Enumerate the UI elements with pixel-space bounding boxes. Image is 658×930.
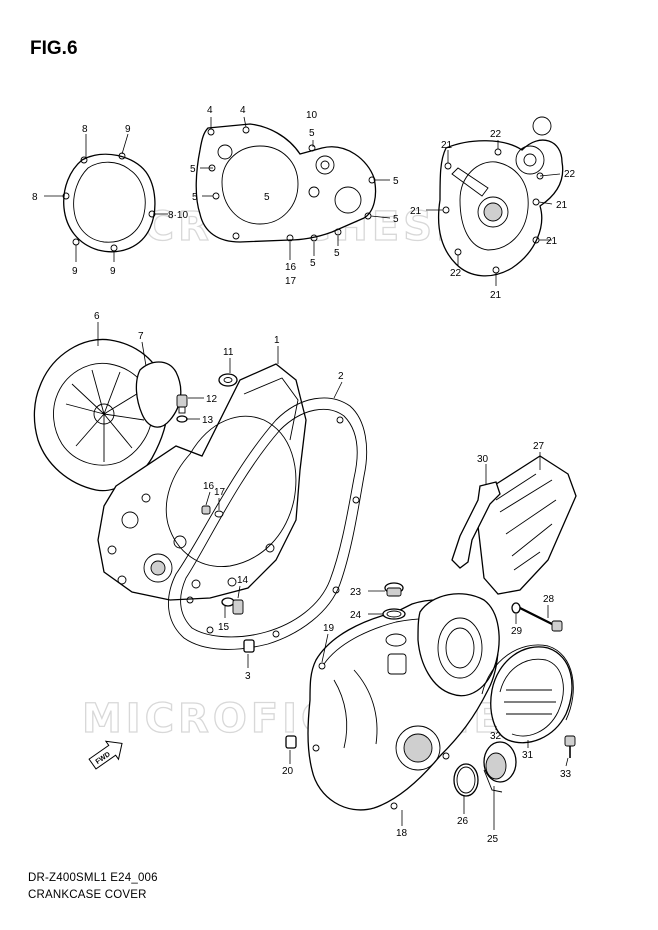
callout-30: 30 xyxy=(477,454,489,465)
dowel-pin-3 xyxy=(243,639,255,653)
o-ring-24 xyxy=(382,608,406,620)
bracket-30 xyxy=(451,481,501,569)
callout-22: 22 xyxy=(564,169,576,180)
callout-29: 29 xyxy=(511,626,523,637)
dowel-pin-20 xyxy=(285,735,297,749)
callout-21: 21 xyxy=(556,200,568,211)
clutch-cover-outer xyxy=(33,338,169,492)
plug-14-15 xyxy=(221,597,244,615)
callout-22: 22 xyxy=(490,129,502,140)
oil-seal-11 xyxy=(218,373,238,387)
clutch-cover-gasket-small xyxy=(62,152,156,253)
callout-4: 4 xyxy=(207,105,213,116)
callout-7: 7 xyxy=(138,331,144,342)
magneto-cover-gasket xyxy=(437,116,564,277)
callout-9: 9 xyxy=(110,266,116,277)
leader-lines-top-middle xyxy=(200,116,391,260)
callout-6: 6 xyxy=(94,311,100,322)
bolt-33 xyxy=(564,735,576,758)
magneto-cover-housing xyxy=(417,593,500,697)
clutch-cover-gasket xyxy=(168,397,368,650)
callout-5: 5 xyxy=(310,258,316,269)
callout-5: 5 xyxy=(190,164,196,175)
callout-24: 24 xyxy=(350,610,362,621)
callout-17: 17 xyxy=(214,487,226,498)
callout-26: 26 xyxy=(457,816,469,827)
callout-16: 16 xyxy=(203,481,215,492)
callout-12: 12 xyxy=(206,394,218,405)
callout-5: 5 xyxy=(309,128,315,139)
callout-5-center: 5 xyxy=(264,192,270,203)
callout-14: 14 xyxy=(237,575,249,586)
washer-29 xyxy=(511,602,521,614)
callout-21: 21 xyxy=(546,236,558,247)
callout-5: 5 xyxy=(334,248,340,259)
callout-25: 25 xyxy=(487,834,499,845)
bolt-12 xyxy=(176,394,188,414)
callout-13: 13 xyxy=(202,415,214,426)
callout-1: 1 xyxy=(274,335,280,346)
callout-22: 22 xyxy=(450,268,462,279)
callout-11: 11 xyxy=(223,347,234,358)
o-ring-26 xyxy=(453,763,479,797)
callout-23: 23 xyxy=(350,587,362,598)
bolt-28 xyxy=(519,607,563,632)
cover-27 xyxy=(477,455,577,595)
callout-10: 10 xyxy=(306,110,318,121)
callout-9: 9 xyxy=(72,266,78,277)
callout-28: 28 xyxy=(543,594,555,605)
leader-lines-top-left xyxy=(44,133,168,262)
figure-code: DR-Z400SML1 E24_006 xyxy=(28,872,158,884)
callout-27: 27 xyxy=(533,441,545,452)
callout-5: 5 xyxy=(393,214,399,225)
callout-21: 21 xyxy=(410,206,422,217)
figure-title: FIG.6 xyxy=(30,38,78,59)
callout-33: 33 xyxy=(560,769,572,780)
callout-20: 20 xyxy=(282,766,294,777)
callout-21: 21 xyxy=(441,140,453,151)
callout-5: 5 xyxy=(192,192,198,203)
leader-lines-right xyxy=(289,452,569,830)
plug-16-17 xyxy=(201,505,224,518)
callout-9: 9 xyxy=(125,124,131,135)
leader-lines-middle-left xyxy=(97,322,343,668)
washer-13 xyxy=(176,415,188,423)
oil-filler-cap-23 xyxy=(384,582,404,597)
clutch-cover-inner xyxy=(135,361,182,428)
callout-8: 8 xyxy=(82,124,88,135)
callout-16: 16 xyxy=(285,262,297,273)
callout-17: 17 xyxy=(285,276,297,287)
callout-32: 32 xyxy=(490,731,502,742)
callout-18: 18 xyxy=(396,828,408,839)
callout-19: 19 xyxy=(323,623,335,634)
callout-4: 4 xyxy=(240,105,246,116)
callout-15: 15 xyxy=(218,622,230,633)
callout-2: 2 xyxy=(338,371,344,382)
figure-name: CRANKCASE COVER xyxy=(28,889,147,901)
callout-5: 5 xyxy=(393,176,399,187)
clutch-cover-gasket-large xyxy=(195,123,377,243)
callout-8: 8 xyxy=(32,192,38,203)
callout-labels: 8 9 8 8·10 9 9 4 4 10 5 5 5 5 5 5 5 5 16… xyxy=(32,105,576,845)
gasket-32 xyxy=(481,644,574,721)
callout-8-10: 8·10 xyxy=(168,210,188,221)
crankcase-cover-frame xyxy=(97,363,307,601)
magneto-cover-cap-31 xyxy=(490,646,573,744)
callout-21: 21 xyxy=(490,290,502,301)
leader-lines-top-right xyxy=(426,140,561,286)
callout-31: 31 xyxy=(522,750,534,761)
callout-3: 3 xyxy=(245,671,251,682)
plug-25 xyxy=(483,741,517,793)
